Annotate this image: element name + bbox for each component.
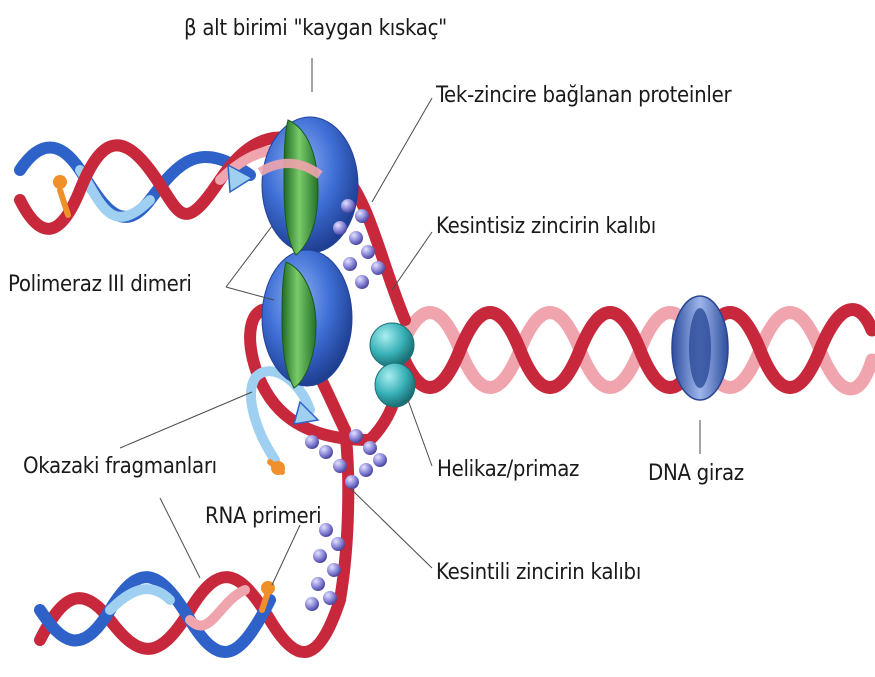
label-ssb-proteins: Tek-zincire bağlanan proteinler bbox=[436, 85, 731, 107]
dna-gyrase bbox=[672, 296, 728, 400]
label-leading-template: Kesintisiz zincirin kalıbı bbox=[436, 216, 656, 238]
rna-primer-leading bbox=[53, 175, 67, 189]
label-beta-clamp: β alt birimi "kaygan kıskaç" bbox=[184, 18, 447, 40]
label-rna-primer: RNA primeri bbox=[205, 506, 321, 528]
label-helicase-primase: Helikaz/primaz bbox=[437, 459, 579, 481]
parental-dna-duplex bbox=[400, 310, 872, 389]
label-lagging-template: Kesintili zincirin kalıbı bbox=[436, 562, 641, 584]
label-pol3-dimer: Polimeraz III dimeri bbox=[8, 274, 192, 296]
label-dna-gyrase: DNA giraz bbox=[648, 463, 744, 485]
label-okazaki: Okazaki fragmanları bbox=[23, 456, 217, 478]
polymerase-iii-dimer bbox=[262, 117, 358, 388]
